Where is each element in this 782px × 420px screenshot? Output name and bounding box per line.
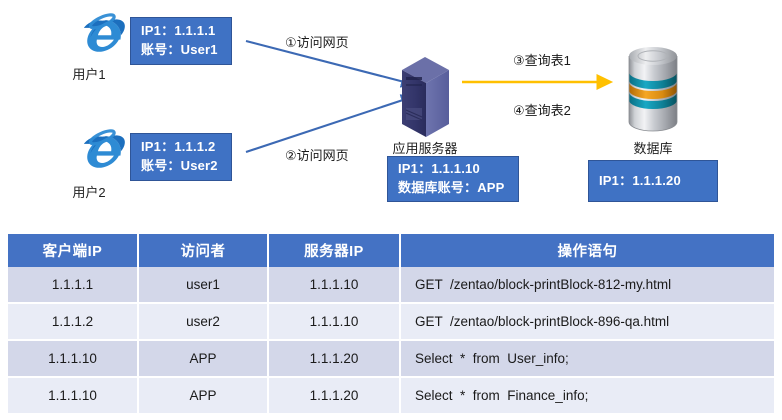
internet-explorer-icon <box>83 129 125 168</box>
client-2-ip: IP1：1.1.1.2 <box>141 139 216 155</box>
client-1-account: 账号：User1 <box>141 42 218 57</box>
cell-statement: GET /zentao/block-printBlock-812-my.html <box>400 267 774 304</box>
server-ip: IP1：1.1.1.10 <box>398 161 480 177</box>
database-ip: IP1：1.1.1.20 <box>599 172 681 188</box>
flow-2-label: ②访问网页 <box>285 148 349 163</box>
cell-client-ip: 1.1.1.10 <box>8 340 139 378</box>
cell-server-ip: 1.1.1.10 <box>268 267 401 304</box>
database-cylinder-icon <box>628 47 678 132</box>
column-header-statement: 操作语句 <box>400 234 774 267</box>
table-row: 1.1.1.10 APP 1.1.1.20 Select * from Fina… <box>8 377 774 415</box>
cell-statement: Select * from Finance_info; <box>400 377 774 415</box>
application-server-icon <box>402 57 449 137</box>
table-row: 1.1.1.10 APP 1.1.1.20 Select * from User… <box>8 340 774 378</box>
server-info-box: IP1：1.1.1.10 数据库账号：APP <box>387 156 519 202</box>
cell-visitor: user1 <box>138 267 269 304</box>
table-header-row: 客户端IP 访问者 服务器IP 操作语句 <box>8 234 774 267</box>
client-2-caption: 用户2 <box>72 185 106 200</box>
table-row: 1.1.1.1 user1 1.1.1.10 GET /zentao/block… <box>8 267 774 304</box>
client-2-account: 账号：User2 <box>141 158 218 173</box>
cell-statement: Select * from User_info; <box>400 340 774 378</box>
database-caption: 数据库 <box>633 141 673 156</box>
cell-client-ip: 1.1.1.1 <box>8 267 139 304</box>
cell-visitor: user2 <box>138 303 269 341</box>
cell-statement: GET /zentao/block-printBlock-896-qa.html <box>400 303 774 341</box>
server-caption: 应用服务器 <box>392 141 458 156</box>
cell-server-ip: 1.1.1.20 <box>268 377 401 415</box>
cell-client-ip: 1.1.1.10 <box>8 377 139 415</box>
flow-3-label: ③查询表1 <box>513 53 571 68</box>
access-log-table: 客户端IP 访问者 服务器IP 操作语句 1.1.1.1 user1 1.1.1… <box>8 234 774 415</box>
client-1-info-box: IP1：1.1.1.1 账号：User1 <box>130 17 232 65</box>
column-header-visitor: 访问者 <box>138 234 269 267</box>
internet-explorer-icon <box>83 13 125 52</box>
server-db-account: 数据库账号：APP <box>398 180 505 195</box>
cell-visitor: APP <box>138 377 269 415</box>
flow-1-label: ①访问网页 <box>285 35 349 50</box>
cell-visitor: APP <box>138 340 269 378</box>
column-header-client-ip: 客户端IP <box>8 234 139 267</box>
client-1-caption: 用户1 <box>72 67 106 82</box>
client-1-ip: IP1：1.1.1.1 <box>141 23 216 39</box>
flow-4-label: ④查询表2 <box>513 103 571 118</box>
table-row: 1.1.1.2 user2 1.1.1.10 GET /zentao/block… <box>8 303 774 341</box>
database-info-box: IP1：1.1.1.20 <box>588 160 718 202</box>
cell-server-ip: 1.1.1.10 <box>268 303 401 341</box>
cell-client-ip: 1.1.1.2 <box>8 303 139 341</box>
cell-server-ip: 1.1.1.20 <box>268 340 401 378</box>
column-header-server-ip: 服务器IP <box>268 234 401 267</box>
client-2-info-box: IP1：1.1.1.2 账号：User2 <box>130 133 232 181</box>
